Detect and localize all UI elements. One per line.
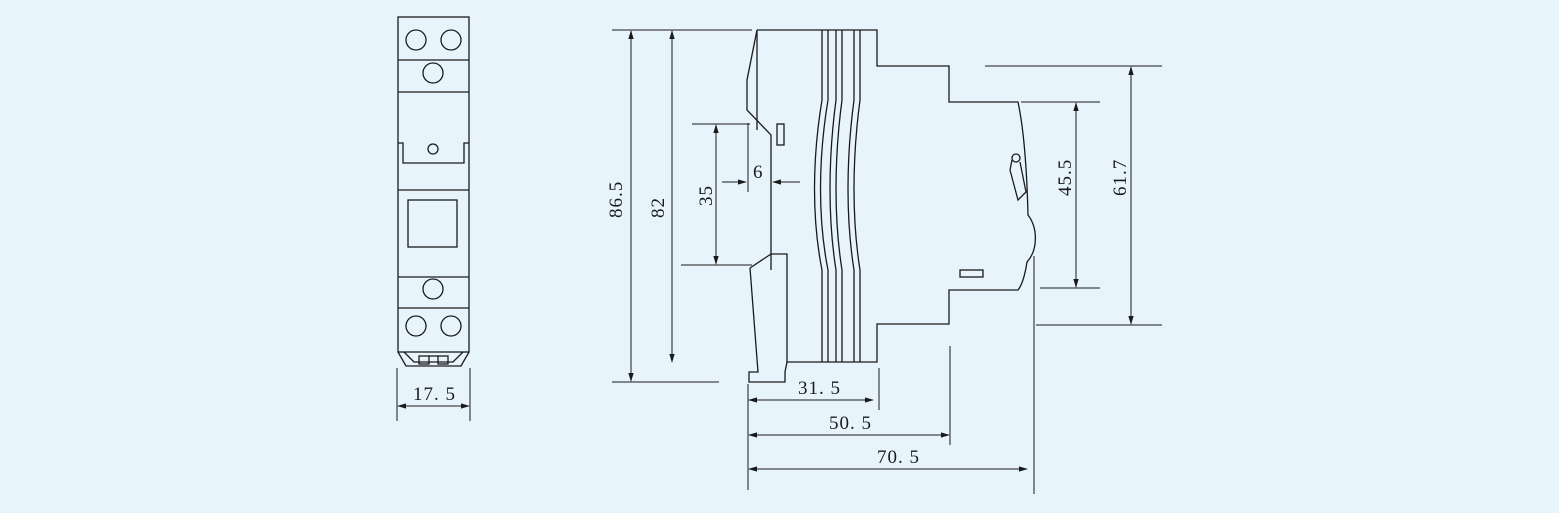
terminal-screw bbox=[405, 29, 427, 51]
rail-slot bbox=[776, 123, 785, 146]
dim-front-width: 17. 5 bbox=[413, 384, 456, 405]
dim-body-height-small: 45.5 bbox=[1055, 159, 1076, 196]
dim-depth-1: 31. 5 bbox=[798, 378, 841, 399]
indicator-led bbox=[427, 143, 439, 155]
dim-depth-3: 70. 5 bbox=[877, 447, 920, 468]
front-view: 17. 5 bbox=[396, 16, 471, 421]
lever-pivot bbox=[1011, 153, 1021, 163]
dim-body-height-large: 61.7 bbox=[1110, 159, 1131, 196]
terminal-screw bbox=[440, 29, 462, 51]
terminal-screw bbox=[422, 278, 444, 300]
dim-rail-offset: 6 bbox=[753, 162, 764, 183]
indicator-slot bbox=[959, 269, 984, 278]
terminal-screw bbox=[422, 62, 444, 84]
dim-depth-2: 50. 5 bbox=[829, 413, 872, 434]
dim-height-overall: 86.5 bbox=[606, 181, 627, 218]
terminal-screw bbox=[440, 315, 462, 337]
side-view: 86.5 82 35 6 45.5 61.7 31. 5 50. 5 70. 5 bbox=[606, 29, 1162, 494]
side-body-outline bbox=[757, 29, 1037, 363]
display-window bbox=[407, 199, 458, 248]
terminal-screw bbox=[405, 315, 427, 337]
dim-rail-width: 35 bbox=[696, 185, 717, 206]
dim-height-inner: 82 bbox=[648, 197, 669, 218]
front-outline bbox=[397, 16, 470, 353]
